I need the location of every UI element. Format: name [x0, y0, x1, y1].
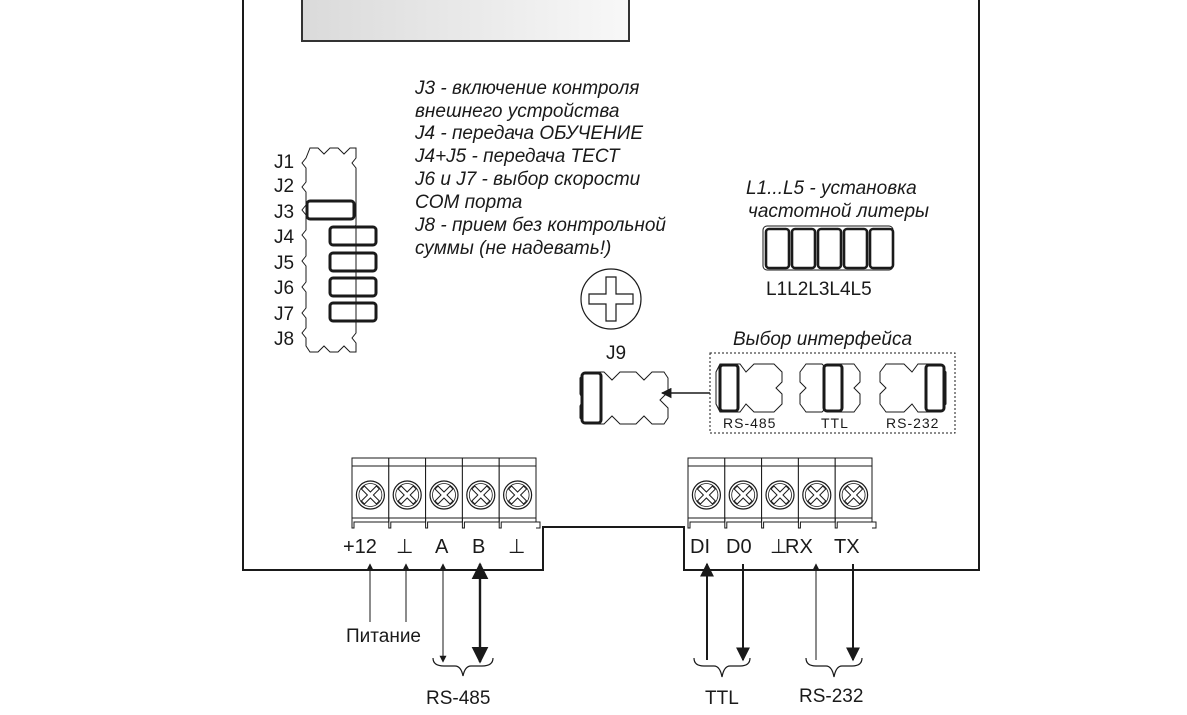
litera-jumper-l3[interactable]: [816, 227, 843, 270]
jumper-label-j1: J1: [274, 152, 294, 173]
top-panel: [301, 0, 630, 42]
terminal-screw-icon[interactable]: [466, 480, 496, 510]
jumper-label-j2: J2: [274, 176, 294, 197]
jumper-label-j7: J7: [274, 304, 294, 325]
litera-title: частотной литеры: [748, 201, 929, 222]
terminal-block-right: [687, 457, 877, 529]
legend-line: J8 - прием без контрольной: [414, 215, 666, 236]
jumper-header-outline: [301, 147, 357, 353]
jumper-label-j8: J8: [274, 329, 294, 350]
litera-block: L1...L5 - установка частотной литеры L1L…: [746, 178, 929, 300]
pin-label-ground: ⊥: [396, 536, 413, 558]
terminal-screw-icon[interactable]: [355, 480, 385, 510]
legend-line: суммы (не надевать!): [415, 238, 611, 259]
litera-jumper-l1[interactable]: [764, 227, 791, 270]
terminal-labels-left: +12 ⊥ A B ⊥: [343, 536, 525, 558]
legend-line: J6 и J7 - выбор скорости: [414, 169, 641, 190]
interface-label-ttl: TTL: [821, 415, 849, 431]
brace-ttl: [693, 657, 751, 678]
jumper-label-j5: J5: [274, 253, 294, 274]
interface-label-rs232: RS-232: [886, 415, 939, 431]
left-terminal[interactable]: [498, 457, 537, 529]
jumper-cap-j7[interactable]: [328, 301, 378, 323]
left-terminal[interactable]: [425, 457, 463, 529]
legend-line: COM порта: [415, 192, 522, 213]
right-terminal[interactable]: [761, 457, 799, 529]
ttl-label: TTL: [705, 688, 739, 709]
interface-option-rs232[interactable]: RS-232: [879, 363, 947, 431]
pin-label-b: B: [472, 536, 485, 558]
litera-jumper-l2[interactable]: [790, 227, 817, 270]
jumper-cap-j3[interactable]: [305, 199, 356, 221]
legend-line: J4 - передача ОБУЧЕНИЕ: [414, 123, 643, 144]
terminal-screw-icon[interactable]: [765, 480, 795, 510]
j9-label: J9: [606, 343, 626, 364]
litera-jumper-l5[interactable]: [868, 227, 895, 270]
jumper-label-j6: J6: [274, 278, 294, 299]
interface-title: Выбор интерфейса: [733, 329, 912, 350]
pin-label-a: A: [435, 536, 449, 558]
interface-option-ttl[interactable]: TTL: [799, 363, 861, 431]
jumper-cap-j4[interactable]: [328, 225, 378, 247]
interface-label-rs485: RS-485: [723, 415, 776, 431]
j9-jumper-cap[interactable]: [580, 371, 603, 425]
right-terminal[interactable]: [724, 457, 763, 529]
pin-label-d0: D0: [726, 536, 752, 558]
rs485-label: RS-485: [426, 688, 490, 709]
jumper-block: J1 J2 J3 J4 J5 J6 J7 J8: [274, 147, 378, 353]
pin-label-ground: ⊥: [770, 536, 787, 558]
terminal-block-left: [351, 457, 541, 529]
mounting-screw-icon: [580, 268, 642, 330]
legend-line: J3 - включение контроля: [414, 78, 639, 99]
rs232-label: RS-232: [799, 686, 863, 707]
left-terminal[interactable]: [351, 457, 390, 529]
pin-label-ground: ⊥: [508, 536, 525, 558]
terminal-screw-icon[interactable]: [502, 480, 533, 510]
legend-line: внешнего устройства: [415, 101, 619, 122]
wires: [366, 562, 863, 678]
jumper-label-j4: J4: [274, 227, 295, 248]
right-terminal[interactable]: [797, 457, 836, 529]
power-label: Питание: [346, 626, 421, 647]
litera-title: L1...L5 - установка: [746, 178, 917, 199]
litera-jumper-l4[interactable]: [842, 227, 869, 270]
jumper-legend: J3 - включение контроля внешнего устройс…: [414, 78, 666, 259]
litera-labels: L1L2L3L4L5: [766, 279, 872, 300]
terminal-labels-right: DI D0 ⊥ RX TX: [690, 536, 860, 558]
legend-line: J4+J5 - передача ТЕСТ: [414, 146, 621, 167]
j9-header: J9: [579, 343, 710, 425]
terminal-screw-icon[interactable]: [691, 480, 722, 510]
jumper-cap-j6[interactable]: [328, 276, 378, 298]
right-terminal[interactable]: [834, 457, 873, 529]
terminal-screw-icon[interactable]: [728, 480, 758, 510]
brace-rs485: [432, 657, 494, 677]
interface-select: Выбор интерфейса RS-485 TTL RS-232: [709, 329, 956, 434]
right-terminal[interactable]: [687, 457, 726, 529]
jumper-cap-j5[interactable]: [328, 251, 378, 273]
terminal-screw-icon[interactable]: [429, 480, 459, 510]
left-terminal[interactable]: [388, 457, 427, 529]
interface-option-rs485[interactable]: RS-485: [715, 363, 783, 431]
jumper-label-j3: J3: [274, 202, 294, 223]
pin-label-rx: RX: [785, 536, 813, 558]
terminal-screw-icon[interactable]: [392, 480, 422, 510]
pin-label-plus12: +12: [343, 536, 377, 558]
pin-label-tx: TX: [834, 536, 860, 558]
pin-label-di: DI: [690, 536, 710, 558]
board-outline: [242, 0, 980, 571]
terminal-screw-icon[interactable]: [838, 480, 869, 510]
brace-rs232: [805, 657, 863, 678]
left-terminal[interactable]: [461, 457, 500, 529]
terminal-screw-icon[interactable]: [802, 480, 832, 510]
